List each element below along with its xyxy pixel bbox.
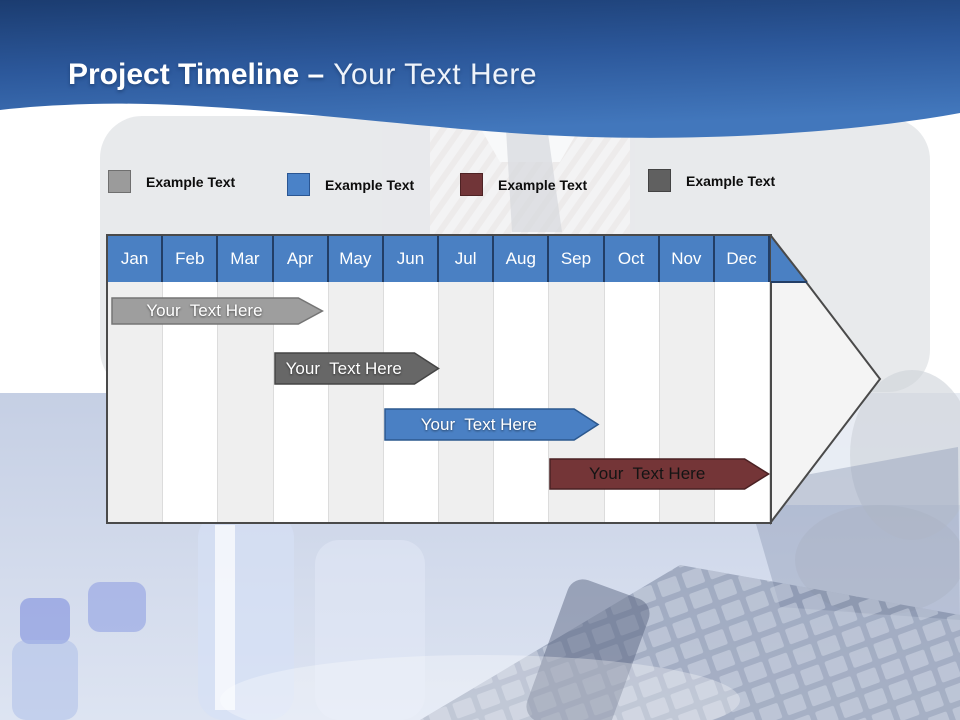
gantt-bar-shape: [384, 408, 600, 441]
legend-label: Example Text: [325, 176, 415, 193]
month-cell: Jan: [108, 236, 164, 282]
timeline-chart: Jan Feb Mar Apr May Jun Jul Aug Sep Oct Nov Dec You…: [106, 234, 882, 525]
legend-label: Example Text: [686, 172, 776, 189]
month-label: Jun: [396, 249, 425, 268]
column-stripe: [328, 282, 384, 522]
legend-swatch: [648, 169, 671, 192]
month-label: Dec: [726, 249, 757, 268]
legend-swatch: [460, 173, 483, 196]
phone-silhouette: [526, 579, 650, 720]
gantt-bar-label: Your Text Here: [146, 301, 263, 320]
legend-swatch: [108, 170, 131, 193]
column-stripe: [383, 282, 440, 522]
month-cell: Sep: [549, 236, 605, 282]
month-cell: Apr: [273, 236, 329, 282]
legend-item: Example Text: [648, 169, 775, 192]
gantt-bar: Your Text Here: [110, 297, 324, 325]
gantt-bar-label: Your Text Here: [420, 415, 538, 434]
month-header: Jan Feb Mar Apr May Jun Jul Aug Sep Oct Nov Dec: [108, 236, 771, 282]
month-cell: Feb: [163, 236, 219, 282]
month-label: Sep: [560, 249, 592, 268]
gantt-bar: Your Text Here: [384, 408, 600, 441]
month-label: Jan: [120, 249, 149, 268]
legend-swatch: [287, 173, 310, 196]
month-label: Aug: [505, 249, 536, 268]
month-cell: Oct: [604, 236, 660, 282]
month-label: Nov: [671, 249, 702, 268]
column-stripe: [439, 282, 495, 522]
month-cell: Nov: [659, 236, 715, 282]
legend-item: Example Text: [460, 173, 587, 196]
gantt-bar-shape: [549, 458, 771, 490]
header-wave: [0, 0, 960, 138]
month-label: May: [339, 249, 372, 268]
month-label: Mar: [230, 249, 260, 268]
gantt-bar-shape: [110, 297, 324, 325]
month-cell: Dec: [714, 236, 771, 282]
slide-title: Project Timeline –Your Text Here: [68, 58, 537, 92]
month-cell: Aug: [494, 236, 550, 282]
legend-label: Example Text: [146, 173, 236, 190]
month-label: Oct: [617, 249, 645, 268]
title-regular: Your Text Here: [333, 58, 538, 91]
month-label: Jul: [454, 249, 477, 268]
laptop-silhouette: [420, 447, 960, 720]
column-stripe: [494, 282, 550, 522]
gantt-bar-shape: [273, 352, 440, 385]
legend-label: Example Text: [498, 176, 588, 193]
bottles-silhouette: [12, 512, 740, 720]
gantt-bar-label: Your Text Here: [285, 359, 402, 378]
gantt-bar: Your Text Here: [549, 458, 771, 490]
month-label: Apr: [286, 249, 314, 268]
month-label: Feb: [175, 249, 205, 268]
title-bold: Project Timeline –: [68, 58, 325, 91]
month-cell: May: [328, 236, 384, 282]
legend-item: Example Text: [108, 170, 235, 193]
month-cell: Jul: [439, 236, 495, 282]
arrowhead: [770, 234, 882, 525]
month-cell: Mar: [218, 236, 274, 282]
month-cell: Jun: [383, 236, 440, 282]
gantt-bar: Your Text Here: [273, 352, 440, 385]
legend-item: Example Text: [287, 173, 414, 196]
gantt-bar-label: Your Text Here: [589, 464, 706, 483]
